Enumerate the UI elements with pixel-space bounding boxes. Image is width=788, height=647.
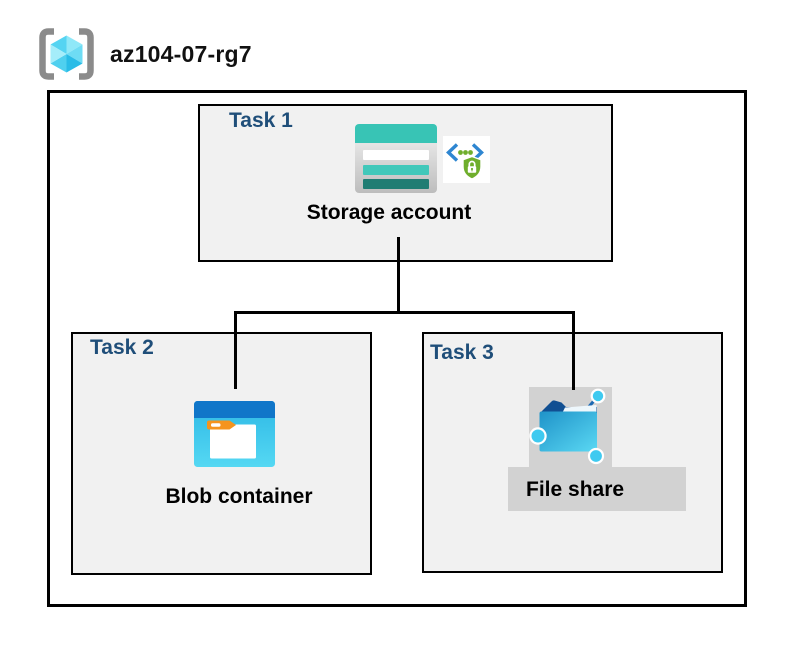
storage-account-label: Storage account bbox=[306, 201, 472, 224]
task2-label: Task 2 bbox=[90, 336, 154, 359]
task2-box: Task 2 Blob container bbox=[71, 332, 372, 575]
connector-to-blob-container bbox=[234, 311, 237, 389]
connector-storage-stem bbox=[397, 237, 400, 314]
connector-horizontal bbox=[234, 311, 575, 314]
connector-to-file-share bbox=[572, 311, 575, 390]
file-share-label: File share bbox=[526, 478, 625, 501]
blob-container-label: Blob container bbox=[165, 485, 313, 508]
task3-box: Task 3 File share bbox=[422, 332, 723, 573]
task1-label: Task 1 bbox=[229, 109, 293, 132]
endpoint-security-icon bbox=[443, 136, 490, 183]
file-share-label-highlight bbox=[508, 467, 686, 511]
task1-box: Task 1 bbox=[198, 104, 613, 262]
file-share-icon bbox=[529, 387, 612, 467]
task3-label: Task 3 bbox=[430, 341, 494, 364]
blob-container-icon bbox=[194, 401, 275, 467]
storage-account-icon bbox=[355, 124, 437, 193]
resource-group-icon bbox=[38, 28, 95, 80]
resource-group-name: az104-07-rg7 bbox=[110, 41, 252, 67]
